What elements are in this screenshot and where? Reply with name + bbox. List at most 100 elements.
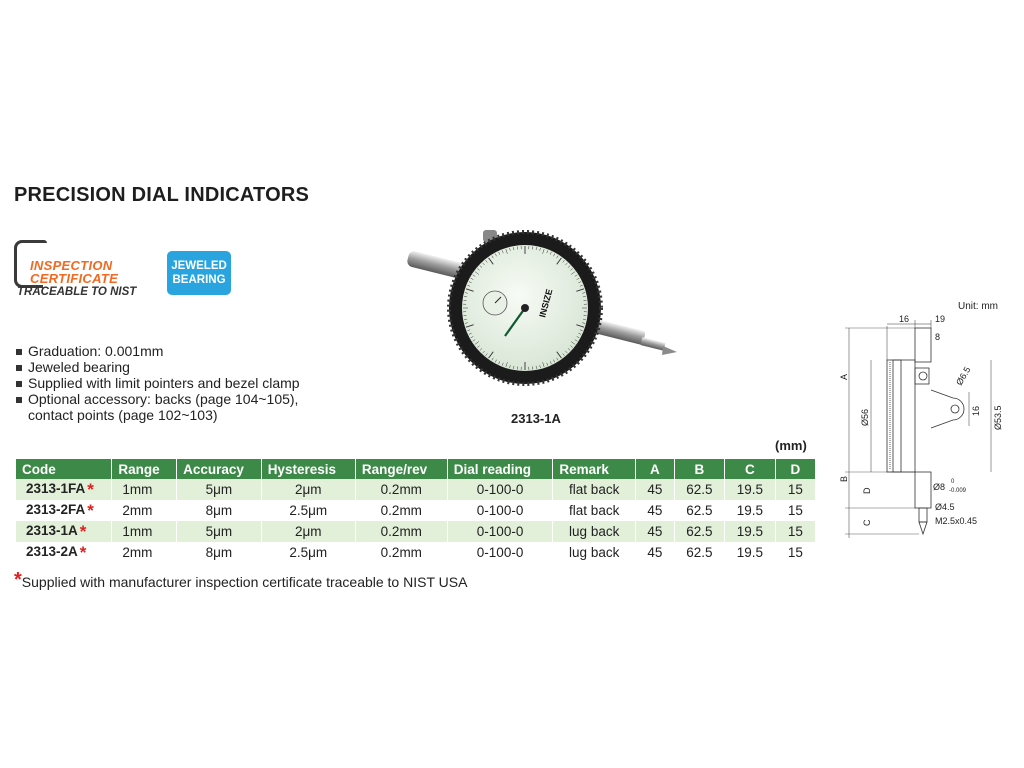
dial-tick — [556, 351, 562, 359]
table-row: 2313-2A* 2mm 8μm 2.5μm 0.2mm 0-100-0 lug… — [16, 542, 817, 563]
dial-tick — [546, 362, 549, 366]
dial-tick — [578, 332, 582, 335]
col-header-remark: Remark — [552, 459, 637, 479]
dial-tick — [479, 265, 483, 268]
dial-tick — [546, 250, 549, 254]
dial-tick — [501, 362, 504, 366]
dial-tick — [494, 359, 497, 363]
dial-tick — [549, 361, 552, 365]
cell-dial-reading: 0-100-0 — [447, 500, 554, 521]
dial-tick — [464, 318, 468, 320]
dial-tick — [574, 339, 578, 342]
cell-hysteresis: 2.5μm — [261, 542, 356, 563]
dial-tick — [464, 322, 468, 324]
dial-tick — [479, 348, 483, 351]
dial-tick — [562, 353, 565, 356]
cell-code: 2313-1A* — [16, 521, 113, 542]
dial-tick — [556, 357, 559, 361]
badge-line-2: BEARING — [172, 274, 226, 286]
dial-tick — [570, 345, 573, 348]
jeweled-bearing-badge: JEWELED BEARING — [167, 251, 231, 295]
dial-tick — [509, 247, 511, 251]
cell-dial-reading: 0-100-0 — [447, 521, 554, 542]
dial-tick — [578, 281, 582, 284]
col-header-b: B — [674, 459, 726, 479]
cell-dial-reading: 0-100-0 — [447, 479, 554, 500]
dim-16: 16 — [899, 314, 909, 324]
dial-tick — [485, 353, 488, 356]
drawing-unit-label: Unit: mm — [958, 301, 998, 312]
dim-8: 8 — [935, 332, 940, 342]
cell-b: 62.5 — [674, 542, 726, 563]
dial-tick — [472, 339, 476, 342]
product-caption: 2313-1A — [511, 411, 561, 426]
cell-accuracy: 5μm — [176, 479, 262, 500]
col-header-hysteresis: Hysteresis — [261, 459, 356, 479]
dial-tick — [567, 348, 571, 351]
feature-list: Graduation: 0.001mm Jeweled bearing Supp… — [16, 343, 300, 423]
cell-c: 19.5 — [724, 542, 776, 563]
dial-tick — [556, 257, 562, 265]
dial-tick — [539, 247, 541, 251]
cell-remark: lug back — [552, 521, 637, 542]
col-header-dial-reading: Dial reading — [447, 459, 554, 479]
cell-range-rev: 0.2mm — [355, 542, 448, 563]
dial-tick — [570, 271, 576, 275]
dial-tick — [582, 318, 586, 320]
dial-tick — [553, 253, 556, 257]
cell-range-rev: 0.2mm — [355, 479, 448, 500]
dial-tick — [582, 292, 586, 294]
dial-tick — [468, 281, 472, 284]
cell-range-rev: 0.2mm — [355, 521, 448, 542]
feature-item: Jeweled bearing — [16, 359, 300, 375]
cell-range-rev: 0.2mm — [355, 500, 448, 521]
dial-indicator-image: INSIZE — [407, 230, 677, 386]
feature-item: Optional accessory: backs (page 104~105)… — [16, 391, 300, 407]
cell-range: 1mm — [111, 521, 178, 542]
certificate-line-3: TRACEABLE TO NIST — [17, 286, 137, 298]
dial-tick — [556, 255, 559, 259]
dial-tick — [491, 357, 494, 361]
cell-code: 2313-2A* — [16, 542, 113, 563]
cell-code: 2313-1FA* — [16, 479, 113, 500]
dial-tick — [482, 350, 485, 354]
asterisk-mark: * — [79, 521, 87, 541]
dial-tick — [574, 274, 578, 277]
dial-tick — [472, 274, 476, 277]
dial-tick — [570, 341, 576, 345]
certificate-line-1: INSPECTION — [30, 258, 113, 273]
table-header-row: Code Range Accuracy Hysteresis Range/rev… — [16, 459, 817, 479]
table-unit: (mm) — [775, 438, 807, 453]
cell-hysteresis: 2.5μm — [261, 500, 356, 521]
dial-tick — [579, 284, 583, 287]
dial-tick — [470, 336, 474, 339]
cell-b: 62.5 — [674, 500, 726, 521]
feature-item: Supplied with limit pointers and bezel c… — [16, 375, 300, 391]
footnote: *Supplied with manufacturer inspection c… — [14, 569, 467, 592]
dial-tick — [565, 262, 568, 266]
dial-tick — [549, 251, 552, 255]
cell-b: 62.5 — [674, 521, 726, 542]
col-header-a: A — [635, 459, 675, 479]
asterisk-mark: * — [87, 500, 94, 520]
cell-c: 19.5 — [724, 521, 776, 542]
cell-a: 45 — [635, 479, 675, 500]
dial-tick — [576, 324, 585, 328]
dim-phi-4-5: Ø4.5 — [935, 502, 955, 512]
cell-remark: lug back — [552, 542, 637, 563]
dim-phi-8: Ø8 — [933, 482, 945, 492]
dial-tick — [474, 341, 480, 345]
dim-phi-8-lower-tol: -0.009 — [949, 488, 967, 494]
dim-thread: M2.5x0.45 — [935, 516, 977, 526]
cell-d: 15 — [775, 542, 817, 563]
dim-19: 19 — [935, 314, 945, 324]
table-row: 2313-1FA* 1mm 5μm 2μm 0.2mm 0-100-0 flat… — [16, 479, 817, 500]
asterisk-mark: * — [79, 542, 87, 562]
dial-tick — [513, 365, 515, 369]
dim-d: D — [862, 487, 872, 494]
dial-tick — [576, 288, 585, 292]
dial-tick — [579, 329, 583, 332]
dial-tick — [501, 250, 504, 254]
dim-phi-56: Ø56 — [860, 409, 870, 426]
dial-tick — [488, 257, 494, 265]
